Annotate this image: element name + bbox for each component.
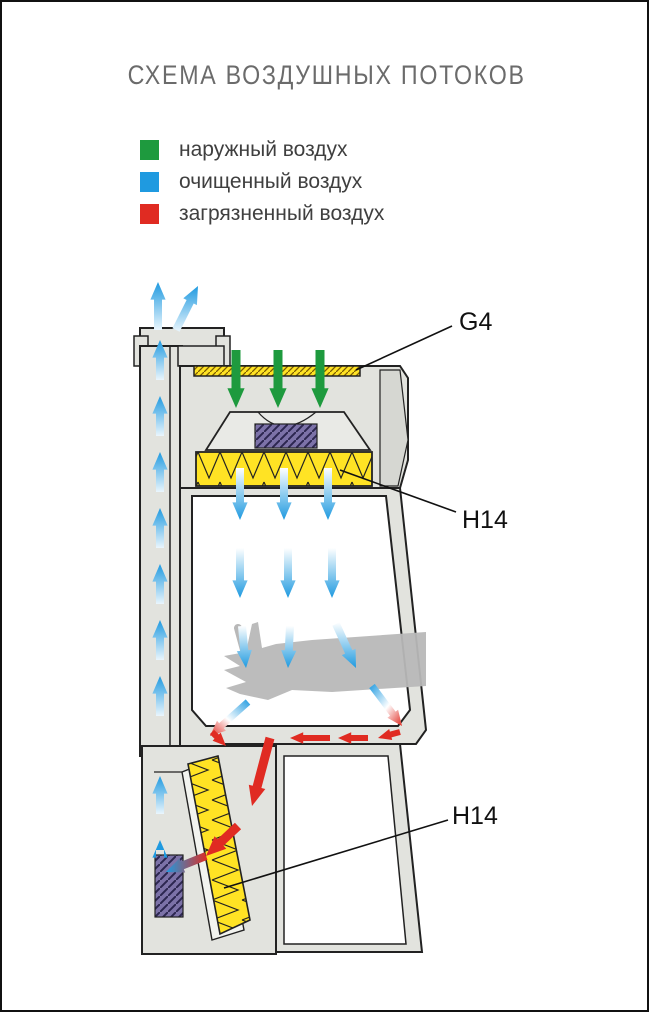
callout-g4: G4 — [459, 308, 493, 336]
airflow-arrows — [150, 282, 402, 873]
clean-air-arrow — [276, 468, 292, 520]
outside-air-arrow — [269, 350, 287, 408]
clean-air-arrow — [172, 286, 198, 332]
outside-air-arrow — [311, 350, 329, 408]
clean-air-arrow — [152, 508, 168, 548]
clean-air-arrow — [152, 564, 168, 604]
diagram-title: СХЕМА ВОЗДУШНЫХ ПОТОКОВ — [127, 60, 526, 90]
dirty-air-arrow — [209, 729, 226, 746]
legend-swatch-clean-air — [140, 172, 159, 192]
legend-swatch-outside-air — [140, 140, 159, 160]
legend-swatch-dirty-air — [140, 204, 159, 224]
clean-air-arrow — [152, 676, 168, 716]
clean-air-arrow — [152, 840, 168, 858]
clean-air-arrow — [281, 625, 297, 668]
dirty-air-arrow — [378, 729, 401, 740]
legend-label-outside-air: наружный воздух — [179, 138, 348, 161]
top-fan-housing — [204, 411, 372, 451]
clean-air-arrow — [280, 548, 296, 598]
clean-air-arrow — [332, 622, 356, 668]
clean-air-arrow — [232, 548, 248, 598]
dirty-air-arrow — [248, 736, 275, 806]
g4-leader — [355, 325, 453, 371]
legend-item-clean-air: очищенный воздух — [140, 166, 384, 198]
dirty-air-arrow — [166, 852, 208, 873]
clean-air-arrow — [152, 396, 168, 436]
clean-air-arrow — [232, 468, 248, 520]
clean-air-arrow — [324, 548, 340, 598]
legend-item-outside-air: наружный воздух — [140, 134, 384, 166]
clean-air-arrow — [152, 776, 168, 814]
clean-air-arrow — [236, 625, 252, 668]
dirty-air-arrow — [206, 822, 242, 856]
exhaust-h14-leader — [223, 819, 449, 889]
legend-label-dirty-air: загрязненный воздух — [179, 202, 385, 225]
top-fan — [254, 423, 318, 449]
callout-main-h14: H14 — [462, 506, 508, 534]
clean-air-arrow — [150, 282, 166, 330]
legend-label-clean-air: очищенный воздух — [179, 170, 363, 193]
callout-exhaust-h14: H14 — [452, 802, 498, 830]
lower-door — [275, 743, 424, 953]
contaminated-air-arrow — [210, 699, 251, 736]
legend-item-dirty-air: загрязненный воздух — [140, 198, 384, 230]
clean-air-arrow — [320, 468, 336, 520]
clean-air-arrow — [152, 620, 168, 660]
dirty-air-arrow — [290, 732, 330, 744]
contaminated-air-arrow — [369, 683, 402, 726]
dirty-air-arrow — [338, 732, 368, 744]
outside-air-arrow — [227, 350, 245, 408]
clean-air-arrow — [152, 452, 168, 492]
legend: наружный воздух очищенный воздух загрязн… — [140, 134, 384, 230]
clean-air-arrow — [152, 340, 168, 380]
main-h14-leader — [339, 469, 457, 513]
